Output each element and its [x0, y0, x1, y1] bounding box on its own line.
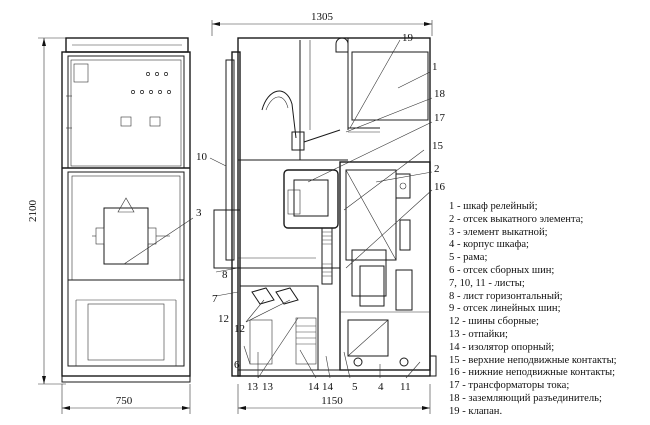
legend-item: 2 - отсек выкатного элемента; [449, 213, 584, 225]
callout-18: 18 [434, 88, 446, 100]
callout-2: 2 [434, 163, 440, 175]
legend-item: 16 - нижние неподвижные контакты; [449, 367, 616, 379]
callout-14a: 14 [308, 381, 320, 393]
legend-item: 17 - трансформаторы тока; [449, 380, 570, 392]
legend-item: 1 - шкаф релейный; [449, 201, 538, 212]
callout-12a: 12 [218, 313, 229, 325]
front-width-dimension: 750 [116, 395, 133, 407]
legend-item: 4 - корпус шкафа; [449, 239, 529, 251]
callout-5: 5 [352, 381, 358, 393]
depth-dimension: 1305 [311, 11, 334, 23]
callout-13b: 13 [262, 381, 274, 393]
front-view: 2100 [27, 37, 202, 414]
legend-item: 19 - клапан. [449, 405, 503, 417]
legend-item: 7, 10, 11 - листы; [449, 277, 525, 289]
callout-labels: 19 1 18 17 15 2 16 10 8 7 12 12 6 13 13 … [196, 32, 446, 393]
callout-17: 17 [434, 112, 446, 124]
callout-8: 8 [222, 269, 228, 281]
legend-item: 13 - отпайки; [449, 328, 509, 340]
callout-6: 6 [234, 359, 240, 371]
side-view: 1305 [209, 11, 437, 414]
callout-12b: 12 [234, 323, 245, 335]
parts-legend: 1 - шкаф релейный; 2 - отсек выкатного э… [449, 201, 649, 419]
callout-16: 16 [434, 181, 446, 193]
callout-4: 4 [378, 381, 384, 393]
legend-item: 8 - лист горизонтальный; [449, 290, 563, 302]
callout-13a: 13 [247, 381, 259, 393]
callout-1: 1 [432, 61, 438, 73]
callout-10: 10 [196, 151, 208, 163]
callout-14b: 14 [322, 381, 334, 393]
legend-item: 6 - отсек сборных шин; [449, 264, 555, 276]
legend-item: 3 - элемент выкатной; [449, 226, 548, 238]
legend-item: 15 - верхние неподвижные контакты; [449, 354, 617, 366]
callout-11: 11 [400, 381, 411, 393]
callout-3: 3 [196, 207, 202, 219]
legend-item: 14 - изолятор опорный; [449, 341, 555, 353]
legend-item: 12 - шины сборные; [449, 316, 539, 328]
legend-item: 5 - рама; [449, 252, 488, 264]
legend-item: 18 - заземляющий разъединитель; [449, 392, 602, 404]
callout-7: 7 [212, 293, 218, 305]
callout-19: 19 [402, 32, 414, 44]
legend-item: 9 - отсек линейных шин; [449, 303, 561, 315]
height-dimension: 2100 [27, 200, 39, 223]
side-depth-dimension: 1150 [321, 395, 343, 407]
callout-15: 15 [432, 140, 444, 152]
